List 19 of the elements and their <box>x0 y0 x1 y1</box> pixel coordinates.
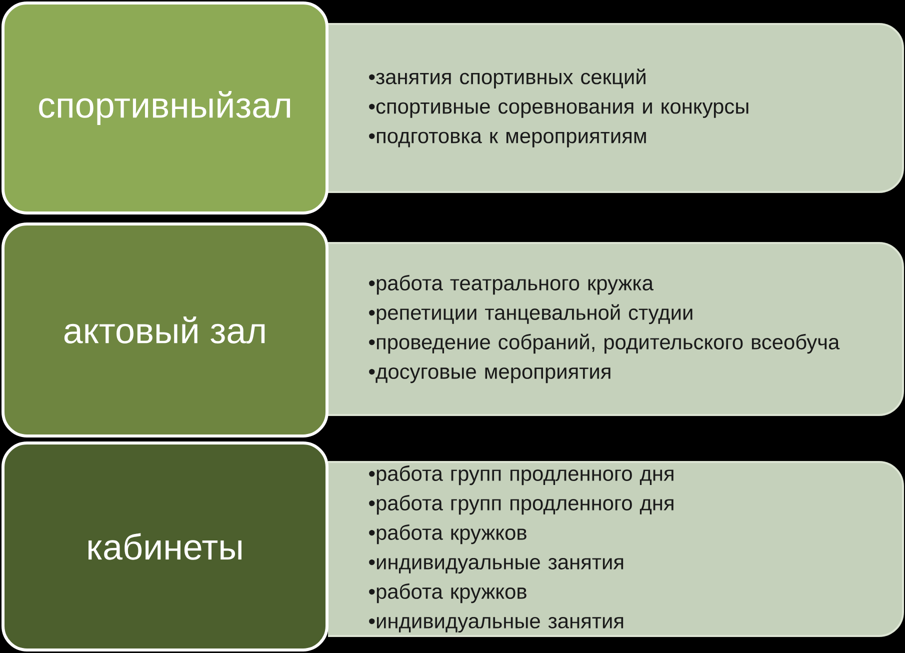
list-item: •работа групп продленного дня <box>369 465 674 486</box>
list-item: •спортивные соревнования и конкурсы <box>369 102 748 118</box>
list-item: •индивидуальные занятия <box>369 558 624 574</box>
list-panel <box>328 242 904 416</box>
heading-box: актовый зал <box>2 222 328 438</box>
list-item: •досуговые мероприятия <box>369 367 610 384</box>
list-item: •подготовка к мероприятиям <box>369 132 646 148</box>
list-item: •работа групп продленного дня <box>369 494 674 515</box>
list-item: •работа кружков <box>369 583 526 604</box>
list-panel <box>328 461 904 637</box>
list-panel <box>328 23 904 193</box>
list-item: •репетиции танцевальной студии <box>369 304 692 324</box>
list-item: •занятия спортивных секций <box>369 68 646 88</box>
list-item: •работа театрального кружка <box>369 274 654 295</box>
list-item: •индивидуальные занятия <box>369 616 624 633</box>
heading-box: кабинеты <box>2 442 328 652</box>
heading-box: спортивныйзал <box>2 2 328 214</box>
list-item: •проведение собраний, родительского всеобуча <box>369 334 840 354</box>
list-item: •работа кружков <box>369 524 526 544</box>
